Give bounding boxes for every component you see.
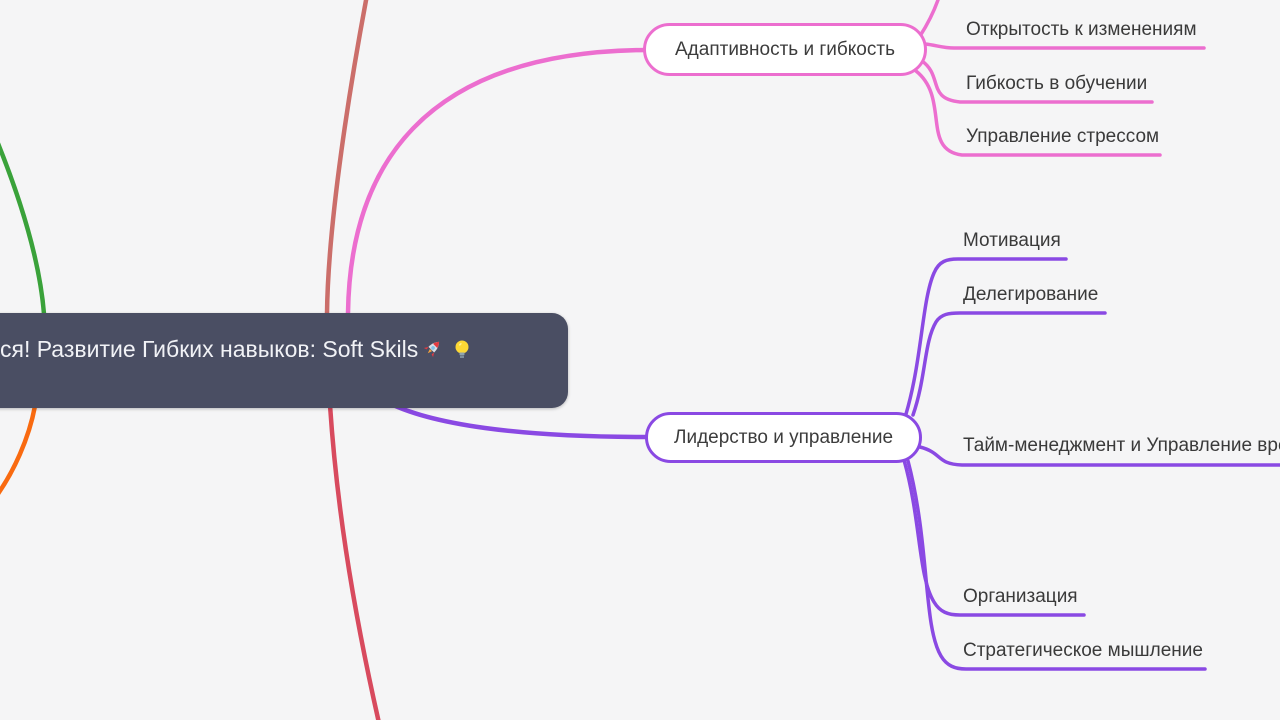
rocket-icon xyxy=(420,337,444,361)
child-connector-learning-flexibility xyxy=(920,59,1154,104)
child-topic-delegation[interactable]: Делегирование xyxy=(963,284,1099,305)
child-topic-motivation[interactable]: Мотивация xyxy=(963,230,1061,251)
sibling-connector-offscreen-top xyxy=(918,0,940,38)
child-connector-strategic xyxy=(906,459,1207,671)
branch-curve-leadership xyxy=(382,398,648,440)
child-connector-openness xyxy=(923,42,1206,50)
bulb-icon xyxy=(450,337,474,361)
child-topic-time-management[interactable]: Тайм-менеджмент и Управление временем xyxy=(963,435,1280,456)
child-connector-delegation xyxy=(911,311,1107,417)
topic-pill-leadership-label: Лидерство и управление xyxy=(673,426,894,448)
child-topic-openness[interactable]: Открытость к изменениям xyxy=(966,19,1197,40)
child-connector-time-management xyxy=(918,445,1280,467)
branch-curve-adaptability xyxy=(345,47,648,316)
child-topic-stress-management[interactable]: Управление стрессом xyxy=(966,126,1160,147)
topic-pill-leadership[interactable]: Лидерство и управление xyxy=(645,412,922,463)
child-connector-stress xyxy=(914,69,1162,157)
central-topic[interactable]: ся! Развитие Гибких навыков: Soft Skils … xyxy=(0,313,568,408)
child-connector-motivation xyxy=(904,257,1068,416)
offscreen-branch-green xyxy=(0,142,47,317)
topic-pill-adaptability[interactable]: Адаптивность и гибкость xyxy=(643,23,927,76)
child-topic-organization[interactable]: Организация xyxy=(963,586,1078,607)
child-connector-organization xyxy=(902,458,1086,617)
central-topic-title: ся! Развитие Гибких навыков: Soft Skils xyxy=(0,334,474,364)
offscreen-branch-crimson xyxy=(327,402,381,720)
child-topic-strategic-thinking[interactable]: Стратегическое мышление xyxy=(963,640,1203,661)
topic-pill-adaptability-label: Адаптивность и гибкость xyxy=(675,38,895,60)
central-topic-title-text: ся! Развитие Гибких навыков: Soft Skils xyxy=(0,336,419,362)
offscreen-branch-salmon xyxy=(324,0,369,317)
offscreen-branch-orange xyxy=(0,403,38,495)
child-topic-learning-flexibility[interactable]: Гибкость в обучении xyxy=(966,73,1148,94)
